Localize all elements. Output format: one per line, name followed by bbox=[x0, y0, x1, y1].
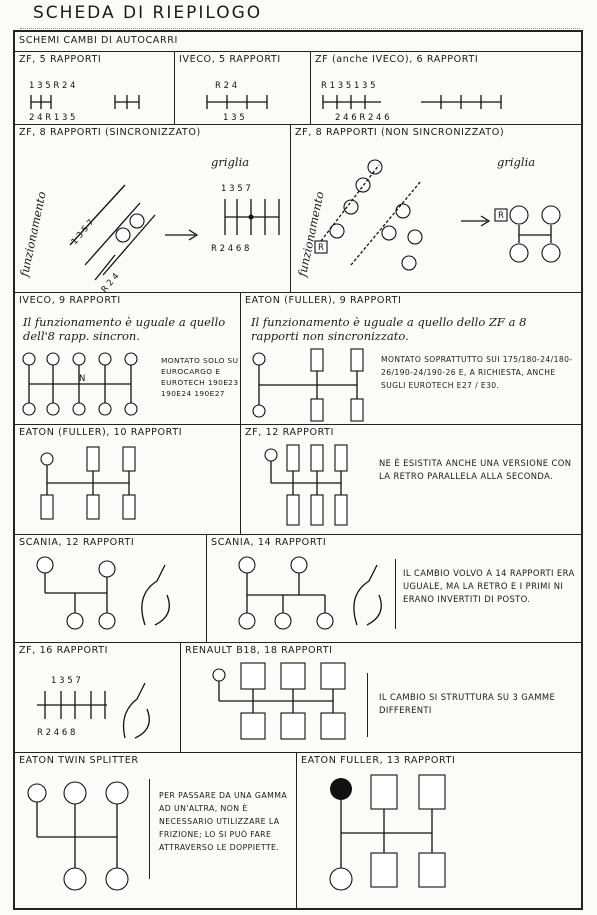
cell-title: ZF (anche IVECO), 6 RAPPORTI bbox=[315, 54, 479, 65]
cell-title: EATON TWIN SPLITTER bbox=[19, 755, 139, 766]
page-title: SCHEDA DI RIEPILOGO bbox=[33, 3, 263, 23]
gear-pattern-diagram: 1 3 5 R 2 4 2 4 R 1 3 5 bbox=[29, 81, 140, 123]
script-label: griglia bbox=[211, 155, 250, 169]
gear-pattern-diagram bbox=[329, 774, 446, 891]
cell-fuller13: EATON FULLER, 13 RAPPORTI bbox=[297, 753, 581, 910]
script-note: Il funzionamento è uguale a quello dell'… bbox=[23, 315, 226, 343]
cell-zf8-nonsync: ZF, 8 RAPPORTI (NON SINCRONIZZATO) funzi… bbox=[291, 125, 581, 293]
cell-twin-splitter: EATON TWIN SPLITTER PER PASSARE DA UNA G… bbox=[15, 753, 297, 910]
gear-labels-bottom: 2 4 6 R 2 4 6 bbox=[335, 113, 390, 123]
cell-zf16: ZF, 16 RAPPORTI 1 3 5 7 R 2 4 6 8 bbox=[15, 643, 181, 753]
gear-pattern-diagram bbox=[238, 556, 382, 630]
gear-labels-bottom: 1 3 5 bbox=[223, 113, 245, 123]
cell-title: SCANIA, 14 RAPPORTI bbox=[211, 537, 327, 548]
gear-pattern-diagram bbox=[252, 348, 364, 422]
gear-pattern-diagram bbox=[36, 556, 170, 630]
gear-labels-top: R 1 3 5 1 3 5 bbox=[321, 81, 376, 91]
cell-title: ZF, 8 RAPPORTI (SINCRONIZZATO) bbox=[19, 127, 201, 138]
gear-pattern-diagram: R R bbox=[314, 159, 561, 271]
gear-labels-top: R 2 4 bbox=[215, 81, 237, 91]
cell-title: EATON FULLER, 13 RAPPORTI bbox=[301, 755, 456, 766]
gear-labels-top: 1 3 5 7 bbox=[51, 676, 81, 686]
cell-renault18: RENAULT B18, 18 RAPPORTI IL CAMBIO SI ST… bbox=[181, 643, 581, 753]
cell-note: MONTATO SOPRATTUTTO SUI 175/180-24/180-2… bbox=[381, 355, 573, 390]
cell-title: EATON (FULLER), 9 RAPPORTI bbox=[245, 295, 402, 306]
gear-lever-icon bbox=[353, 564, 382, 626]
cell-note: MONTATO SOLO SU EUROCARGO E EUROTECH 190… bbox=[161, 356, 239, 398]
gear-labels-bottom: R 2 4 6 8 bbox=[37, 728, 75, 738]
cell-title: ZF, 8 RAPPORTI (NON SINCRONIZZATO) bbox=[295, 127, 505, 138]
gear-pattern-diagram: 1 3 5 7 R 2 4 1 3 5 7 R 2 4 6 8 bbox=[69, 184, 280, 292]
cell-title: RENAULT B18, 18 RAPPORTI bbox=[185, 645, 333, 656]
cell-title: EATON (FULLER), 10 RAPPORTI bbox=[19, 427, 183, 438]
gear-pattern-diagram: R 1 3 5 1 3 5 2 4 6 R 2 4 6 bbox=[321, 81, 502, 123]
title-underline bbox=[20, 28, 580, 29]
svg-text:R: R bbox=[318, 243, 324, 253]
gear-pattern-diagram: R 2 4 1 3 5 bbox=[206, 81, 268, 123]
cell-eaton9: EATON (FULLER), 9 RAPPORTI Il funzioname… bbox=[241, 293, 581, 425]
cell-title: IVECO, 5 RAPPORTI bbox=[179, 54, 281, 65]
gear-pattern-diagram bbox=[264, 444, 348, 526]
svg-text:N: N bbox=[79, 374, 85, 384]
cell-iveco5: IVECO, 5 RAPPORTI R 2 4 1 3 5 bbox=[175, 52, 311, 125]
section-header: SCHEMI CAMBI DI AUTOCARRI bbox=[15, 32, 581, 52]
cell-scania12: SCANIA, 12 RAPPORTI bbox=[15, 535, 207, 643]
cell-note: IL CAMBIO SI STRUTTURA SU 3 GAMME DIFFER… bbox=[379, 692, 556, 715]
cell-title: ZF, 12 RAPPORTI bbox=[245, 427, 335, 438]
gear-lever-icon bbox=[122, 682, 150, 739]
cell-title: ZF, 5 RAPPORTI bbox=[19, 54, 102, 65]
cell-iveco9: IVECO, 9 RAPPORTI Il funzionamento è ugu… bbox=[15, 293, 241, 425]
cell-scania14: SCANIA, 14 RAPPORTI IL CAMBIO VOLVO A 14… bbox=[207, 535, 581, 643]
svg-text:R: R bbox=[498, 211, 504, 221]
cell-note: IL CAMBIO VOLVO A 14 RAPPORTI ERA UGUALE… bbox=[403, 568, 575, 604]
grid-labels-top: 1 3 5 7 bbox=[221, 184, 251, 194]
gear-pattern-diagram: 1 3 5 7 R 2 4 6 8 bbox=[37, 676, 150, 739]
cell-title: SCANIA, 12 RAPPORTI bbox=[19, 537, 135, 548]
gear-pattern-diagram: N bbox=[22, 352, 138, 416]
cell-note: NE È ESISTITA ANCHE UNA VERSIONE CON LA … bbox=[379, 458, 572, 481]
cell-eaton10: EATON (FULLER), 10 RAPPORTI bbox=[15, 425, 241, 535]
gear-pattern-diagram bbox=[40, 446, 136, 520]
gear-labels-bottom: 2 4 R 1 3 5 bbox=[29, 113, 75, 123]
grid-labels-bottom: R 2 4 6 8 bbox=[211, 244, 249, 254]
gear-lever-icon bbox=[141, 564, 170, 626]
svg-text:1 3 5 7: 1 3 5 7 bbox=[70, 218, 97, 247]
cell-zf6: ZF (anche IVECO), 6 RAPPORTI R 1 3 5 1 3… bbox=[311, 52, 581, 125]
cell-zf12: ZF, 12 RAPPORTI NE È ESISTITA ANCHE UNA … bbox=[241, 425, 581, 535]
summary-sheet: SCHEMI CAMBI DI AUTOCARRI ZF, 5 RAPPORTI… bbox=[13, 30, 583, 910]
gear-pattern-diagram bbox=[212, 662, 346, 740]
script-note: Il funzionamento è uguale a quello dello… bbox=[251, 315, 527, 343]
cell-title: ZF, 16 RAPPORTI bbox=[19, 645, 109, 656]
gear-labels-top: 1 3 5 R 2 4 bbox=[29, 81, 75, 91]
script-label: griglia bbox=[497, 155, 536, 169]
gear-pattern-diagram bbox=[27, 781, 129, 891]
cell-title: IVECO, 9 RAPPORTI bbox=[19, 295, 121, 306]
cell-note: PER PASSARE DA UNA GAMMA AD UN'ALTRA, NO… bbox=[159, 791, 288, 852]
cell-zf8-sync: ZF, 8 RAPPORTI (SINCRONIZZATO) funzionam… bbox=[15, 125, 291, 293]
section-title: SCHEMI CAMBI DI AUTOCARRI bbox=[19, 35, 178, 46]
cell-zf5: ZF, 5 RAPPORTI 1 3 5 R 2 4 2 4 R 1 3 5 bbox=[15, 52, 175, 125]
